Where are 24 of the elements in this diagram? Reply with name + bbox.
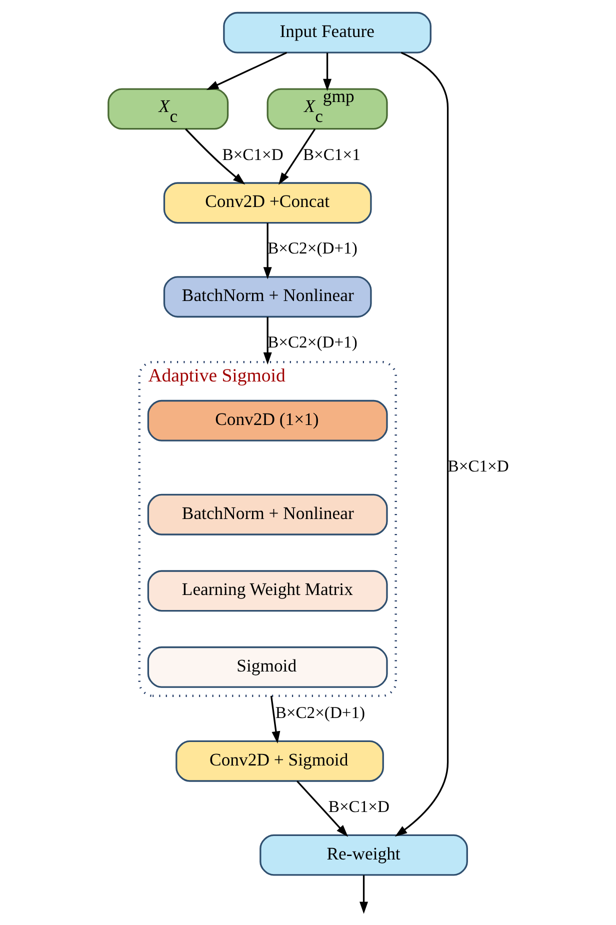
arrow: [278, 128, 316, 185]
edge-label: B×C1×1: [302, 144, 360, 164]
node-box: Conv2D +Concat: [162, 182, 372, 224]
node-box: Sigmoid: [146, 646, 388, 688]
node-box: BatchNorm + Nonlinear: [146, 494, 388, 536]
edge-label: B×C1×D: [222, 144, 283, 164]
arrow: [359, 875, 368, 914]
node-box: BatchNorm + Nonlinear: [162, 276, 372, 318]
arrow: [262, 223, 272, 280]
arrow: [262, 316, 272, 365]
arrow: [394, 52, 448, 837]
node-box: Learning Weight Matrix: [146, 570, 388, 612]
node-box: Conv2D (1×1): [146, 400, 388, 442]
node-box: Input Feature: [222, 12, 431, 54]
node-box: Re-weight: [259, 834, 468, 876]
edge-label: B×C1×D: [447, 456, 508, 476]
node-box: Conv2D + Sigmoid: [175, 740, 384, 782]
arrow: [184, 128, 245, 185]
edge-label: B×C1×D: [328, 796, 389, 816]
arrow: [206, 52, 287, 90]
arrow: [322, 52, 332, 92]
arrow: [270, 696, 280, 744]
edge-label: B×C2×(D+1): [274, 703, 365, 722]
arrow: [296, 780, 348, 837]
